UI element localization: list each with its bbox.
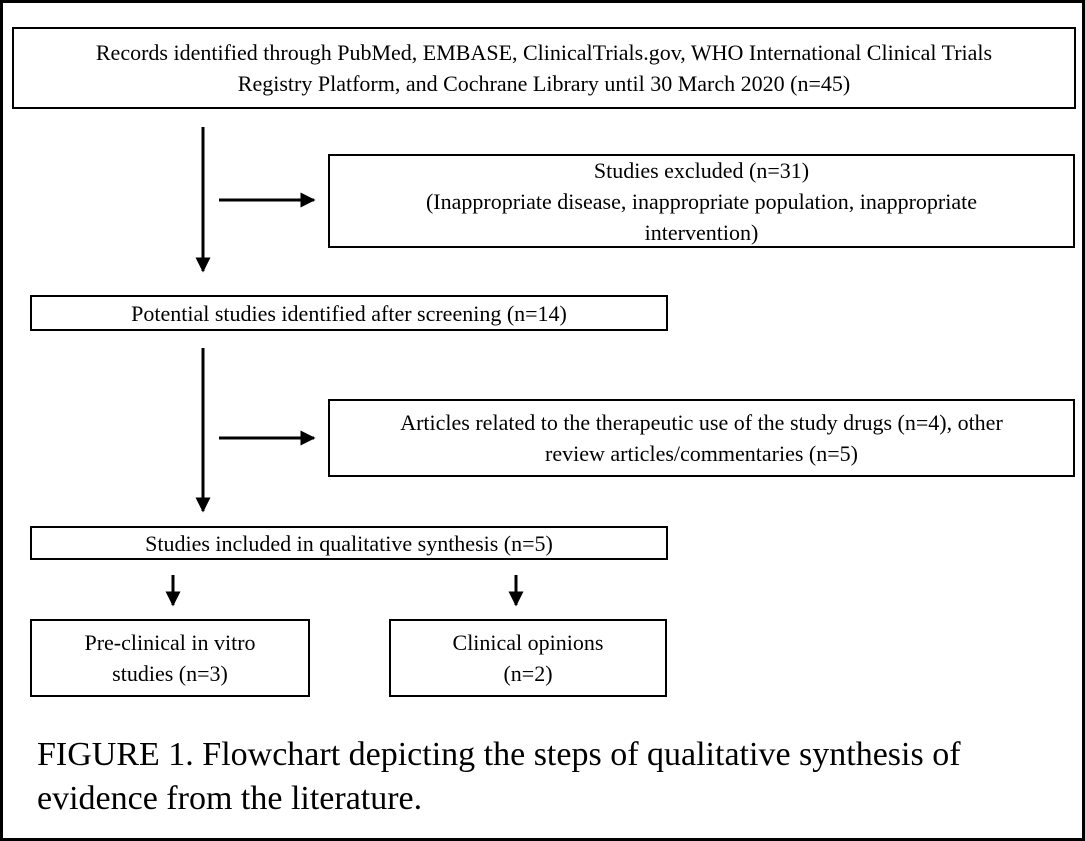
records-identified-box: Records identified through PubMed, EMBAS… bbox=[12, 27, 1076, 109]
clinical-opinions-box: Clinical opinions (n=2) bbox=[389, 619, 667, 697]
preclinical-studies-line-2: studies (n=3) bbox=[112, 661, 228, 686]
clinical-opinions-line-2: (n=2) bbox=[503, 661, 553, 686]
articles-excluded-box: Articles related to the therapeutic use … bbox=[328, 399, 1075, 477]
articles-excluded-line-2: review articles/commentaries (n=5) bbox=[545, 441, 858, 466]
studies-excluded-line-2: (Inappropriate disease, inappropriate po… bbox=[425, 188, 978, 214]
clinical-opinions-line-1: Clinical opinions bbox=[452, 630, 604, 655]
studies-excluded-line-3: intervention) bbox=[644, 219, 759, 245]
studies-excluded-line-1: Studies excluded (n=31) bbox=[593, 157, 810, 183]
preclinical-studies-box: Pre-clinical in vitro studies (n=3) bbox=[30, 619, 310, 697]
figure-caption: FIGURE 1. Flowchart depicting the steps … bbox=[37, 733, 1067, 821]
records-identified-line-2: Registry Platform, and Cochrane Library … bbox=[237, 71, 851, 96]
preclinical-studies-line-1: Pre-clinical in vitro bbox=[84, 630, 256, 655]
studies-included-box: Studies included in qualitative synthesi… bbox=[30, 526, 668, 560]
figure-caption-line-1: FIGURE 1. Flowchart depicting the steps … bbox=[37, 736, 961, 773]
figure-caption-line-2: evidence from the literature. bbox=[37, 780, 423, 817]
studies-included-label: Studies included in qualitative synthesi… bbox=[145, 530, 553, 556]
studies-excluded-box: Studies excluded (n=31) (Inappropriate d… bbox=[328, 154, 1075, 248]
potential-studies-label: Potential studies identified after scree… bbox=[131, 300, 567, 326]
potential-studies-box: Potential studies identified after scree… bbox=[30, 295, 668, 331]
flow-arrows bbox=[165, 127, 524, 607]
articles-excluded-line-1: Articles related to the therapeutic use … bbox=[400, 410, 1003, 435]
records-identified-line-1: Records identified through PubMed, EMBAS… bbox=[95, 40, 993, 65]
